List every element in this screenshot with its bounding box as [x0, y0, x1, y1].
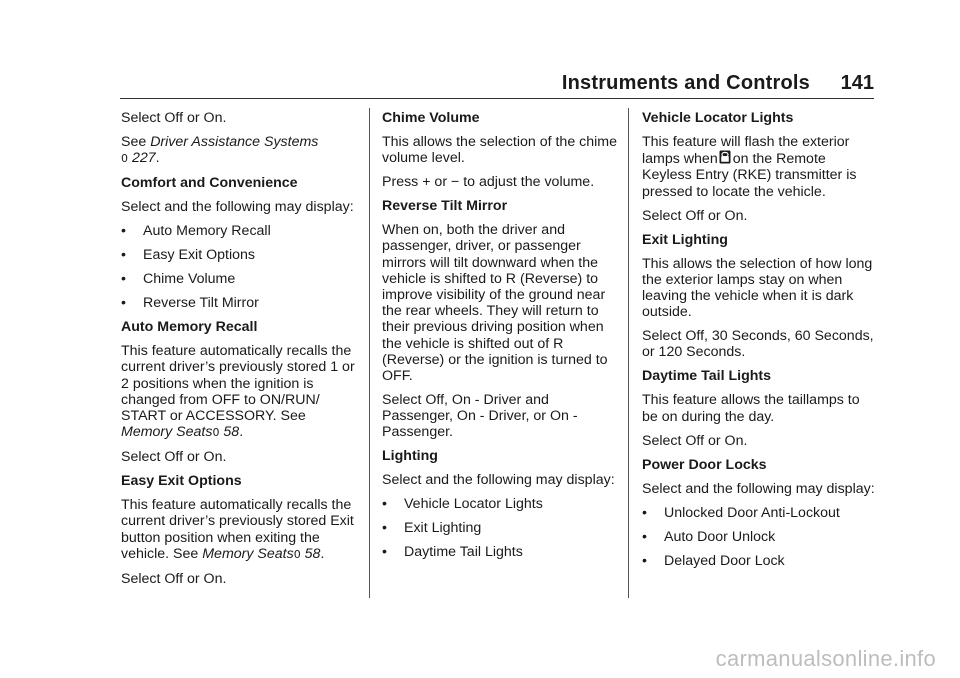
see-prefix: See — [121, 134, 151, 150]
paragraph: This feature will flash the exterior lam… — [642, 134, 878, 200]
paragraph: Select Off or On. — [642, 432, 748, 449]
page-ref-icon: 0 — [212, 426, 220, 440]
list-item: • Vehicle Locator Lights — [382, 496, 618, 512]
section-title: Instruments and Controls — [561, 72, 810, 94]
period: . — [155, 150, 160, 167]
list-item-text: Daytime Tail Lights — [404, 544, 523, 561]
list-item: • Chime Volume — [121, 271, 357, 287]
link-memory-seats[interactable]: Memory Seats — [121, 424, 213, 441]
list-item: • Auto Door Unlock — [642, 529, 878, 545]
heading-easy-exit: Easy Exit Options — [121, 473, 242, 490]
list-item-text: Delayed Door Lock — [664, 552, 785, 569]
list-item-text: Auto Door Unlock — [664, 528, 776, 545]
bullet-icon: • — [121, 271, 126, 288]
heading-daytime-tail: Daytime Tail Lights — [642, 368, 772, 385]
see-reference: See Driver Assistance Systems 0 227. — [121, 134, 357, 167]
paragraph: Select Off or On. — [121, 449, 227, 466]
paragraph: Press + or − to adjust the volume. — [382, 174, 595, 191]
list-item-text: Unlocked Door Anti-Lockout — [664, 504, 840, 521]
column-divider-2 — [628, 108, 629, 598]
paragraph: Select Off or On. — [642, 207, 748, 224]
bullet-icon: • — [121, 295, 126, 312]
remote-lock-key-icon — [719, 150, 731, 164]
page-ref-number[interactable]: 58 — [219, 424, 240, 441]
bullet-icon: • — [642, 504, 647, 521]
paragraph: This allows the selection of the chime v… — [382, 134, 617, 167]
paragraph: Select and the following may display: — [642, 480, 875, 497]
page-ref-icon: 0 — [121, 152, 128, 166]
heading-auto-memory: Auto Memory Recall — [121, 319, 258, 336]
paragraph: When on, both the driver and passenger, … — [382, 222, 608, 385]
bullet-icon: • — [382, 520, 387, 537]
list-item: • Reverse Tilt Mirror — [121, 295, 357, 311]
watermark: carmanualsonline.info — [715, 646, 936, 671]
heading-power-door-locks: Power Door Locks — [642, 456, 767, 473]
link-memory-seats[interactable]: Memory Seats — [202, 545, 294, 562]
paragraph: This feature automatically recalls the c… — [121, 497, 357, 563]
list-item: • Easy Exit Options — [121, 247, 357, 263]
list-item-text: Exit Lighting — [404, 520, 482, 537]
paragraph-text: on the Remote Keyless Entry (RKE) transm… — [642, 151, 857, 200]
paragraph: This allows the selection of how long th… — [642, 255, 873, 321]
column-divider-1 — [369, 108, 370, 598]
paragraph: Select and the following may display: — [382, 472, 615, 489]
period: . — [320, 545, 325, 562]
bullet-icon: • — [382, 496, 387, 513]
list-item: • Daytime Tail Lights — [382, 544, 618, 560]
heading-comfort: Comfort and Convenience — [121, 175, 298, 192]
list-item: • Unlocked Door Anti-Lockout — [642, 505, 878, 521]
header-rule — [120, 98, 874, 99]
paragraph: This feature automatically recalls the c… — [121, 343, 357, 441]
paragraph: Select Off or On. — [121, 570, 227, 587]
column-1: Select Off or On. See Driver Assistance … — [121, 110, 357, 595]
paragraph: This feature allows the taillamps to be … — [642, 392, 860, 425]
period: . — [239, 424, 244, 441]
bullet-icon: • — [121, 247, 126, 264]
page-ref-number[interactable]: 227 — [128, 150, 156, 167]
paragraph-text: This feature automatically recalls the c… — [121, 497, 354, 562]
heading-chime-volume: Chime Volume — [382, 110, 480, 126]
page-ref-icon: 0 — [293, 547, 301, 561]
page-header: Instruments and Controls 141 — [120, 70, 874, 98]
bullet-icon: • — [642, 552, 647, 569]
bullet-icon: • — [121, 223, 126, 240]
page-ref-number[interactable]: 58 — [300, 545, 321, 562]
list-item-text: Reverse Tilt Mirror — [143, 295, 259, 312]
list-item-text: Easy Exit Options — [143, 247, 255, 264]
paragraph: Select and the following may display: — [121, 199, 354, 216]
list-item-text: Auto Memory Recall — [143, 223, 271, 240]
paragraph: Select Off, 30 Seconds, 60 Seconds, or 1… — [642, 328, 874, 361]
bullet-icon: • — [642, 528, 647, 545]
bullet-icon: • — [382, 544, 387, 561]
page-number: 141 — [840, 72, 874, 94]
list-item: • Exit Lighting — [382, 520, 618, 536]
list-item-text: Chime Volume — [143, 271, 236, 288]
heading-lighting: Lighting — [382, 448, 438, 465]
link-driver-assistance-systems[interactable]: Driver Assistance Systems — [150, 134, 319, 150]
paragraph: Select Off, On - Driver and Passenger, O… — [382, 392, 578, 441]
list-item-text: Vehicle Locator Lights — [404, 496, 543, 513]
list-item: • Delayed Door Lock — [642, 553, 878, 569]
heading-reverse-tilt: Reverse Tilt Mirror — [382, 198, 508, 215]
column-3: Vehicle Locator Lights This feature will… — [642, 110, 878, 577]
heading-exit-lighting: Exit Lighting — [642, 231, 728, 248]
paragraph: Select Off or On. — [121, 110, 227, 126]
column-2: Chime Volume This allows the selection o… — [382, 110, 618, 568]
paragraph-text: This feature will flash the exterior lam… — [642, 134, 850, 168]
heading-vehicle-locator: Vehicle Locator Lights — [642, 110, 794, 126]
list-item: • Auto Memory Recall — [121, 223, 357, 239]
paragraph-text: This feature automatically recalls the c… — [121, 343, 355, 425]
